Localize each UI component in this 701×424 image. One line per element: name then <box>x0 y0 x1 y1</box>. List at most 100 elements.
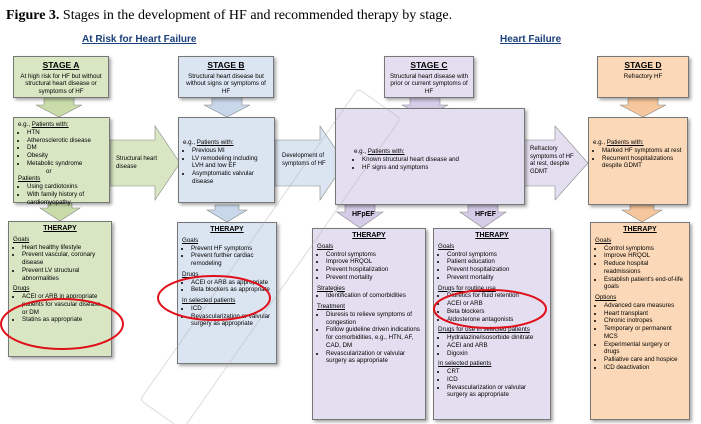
stage-a-header: STAGE A At high risk for HF but without … <box>13 56 109 98</box>
list-item: Prevent hospitalization <box>326 266 421 274</box>
list-item: Using cardiotoxins <box>27 183 105 191</box>
list-item: Beta blockers <box>447 308 546 316</box>
list-item: Identification of comorbidities <box>326 292 421 300</box>
list-item: Improve HRQOL <box>604 252 685 260</box>
list-item: Chronic inotropes <box>604 317 685 325</box>
stage-a-patient-list-2: Using cardiotoxins With family history o… <box>18 183 105 206</box>
figure-number: Figure 3. <box>6 8 60 23</box>
therapy-c-ref-drugs-selected: Hydralazine/isosorbide dinitrate ACEI an… <box>438 334 546 357</box>
list-item: With family history of cardiomyopathy <box>27 191 105 207</box>
patients-intro: e.g., <box>593 139 607 146</box>
list-item: Prevent LV structural abnormalities <box>22 267 107 283</box>
selected-label: In selected patients <box>438 360 492 368</box>
therapy-a-goals: Heart healthy lifestyle Prevent vascular… <box>13 244 107 283</box>
therapy-stage-a: THERAPY Goals Heart healthy lifestyle Pr… <box>8 221 112 357</box>
therapy-stage-b: THERAPY Goals Prevent HF symptoms Preven… <box>177 222 277 364</box>
list-item: Diuretics for fluid retention <box>447 292 546 300</box>
list-item: Revascularization or valvular surgery as… <box>326 350 421 366</box>
therapy-d-options: Advanced care measures Heart transplant … <box>595 302 685 372</box>
stage-d-header: STAGE D Refractory HF <box>597 56 689 98</box>
list-item: Prevent mortality <box>447 274 546 282</box>
stage-d-title: STAGE D <box>624 60 662 70</box>
patients2-label: Patients <box>18 175 41 183</box>
list-item: Prevent mortality <box>326 274 421 282</box>
therapy-b-selected: ICD Revascularization or valvular surger… <box>182 305 272 328</box>
hfref-label: HFrEF <box>475 211 496 218</box>
hfpef-label: HFpEF <box>352 211 375 218</box>
list-item: ACEI and ARB <box>447 342 546 350</box>
therapy-stage-d: THERAPY Goals Control symptoms Improve H… <box>590 222 690 420</box>
strategies-label: Strategies <box>317 284 345 292</box>
list-item: Patient education <box>447 258 546 266</box>
list-item: Hydralazine/isosorbide dinitrate <box>447 334 546 342</box>
stage-c-description: Structural heart disease with prior or c… <box>389 72 469 96</box>
list-item: LV remodeling including LVH and low EF <box>192 155 270 171</box>
list-item: Revascularization or valvular surgery as… <box>447 384 546 400</box>
list-item: Prevent vascular, coronary disease <box>22 251 107 267</box>
stage-a-description: At high risk for HF but without structur… <box>20 72 102 96</box>
options-label: Options <box>595 294 617 301</box>
therapy-heading: THERAPY <box>210 226 244 233</box>
therapy-stage-c-hfref: THERAPY Goals Control symptoms Patient e… <box>433 228 551 420</box>
patients-intro: e.g., <box>183 139 197 146</box>
list-item: Previous MI <box>192 147 270 155</box>
list-item: Recurrent hospitalizations despite GDMT <box>602 155 683 171</box>
list-item: ACEI or ARB <box>447 300 546 308</box>
therapy-stage-c-hfpef: THERAPY Goals Control symptoms Improve H… <box>312 228 426 420</box>
group-label-heart-failure: Heart Failure <box>500 34 562 45</box>
stage-b-header: STAGE B Structural heart disease but wit… <box>178 56 274 98</box>
therapy-b-drugs: ACEI or ARB as appropriate Beta blockers… <box>182 279 272 295</box>
selected-label: In selected patients <box>182 297 236 304</box>
list-item: Temporary or permanent MCS <box>604 325 685 341</box>
list-item: Metabolic syndrome <box>27 160 105 168</box>
therapy-b-goals: Prevent HF symptoms Prevent further card… <box>182 245 272 268</box>
therapy-c-pef-treatment: Diuresis to relieve symptoms of congesti… <box>317 311 421 365</box>
patients-label: Patients with: <box>367 148 405 155</box>
or-label: or <box>46 167 52 175</box>
routine-drugs-label: Drugs for routine use <box>438 284 496 292</box>
list-item: ACEI or ARB as appropriate <box>191 279 272 287</box>
list-item: Control symptoms <box>326 251 421 259</box>
goals-label: Goals <box>595 236 612 244</box>
list-item: Asymptomatic valvular disease <box>192 170 270 186</box>
list-item: HF signs and symptoms <box>362 164 520 172</box>
list-item: ICD <box>191 305 272 313</box>
therapy-heading: THERAPY <box>475 232 509 239</box>
list-item: Control symptoms <box>604 245 685 253</box>
list-item: Statins as appropriate <box>22 316 107 324</box>
therapy-heading: THERAPY <box>623 226 657 233</box>
treatment-label: Treatment <box>317 303 345 310</box>
list-item: Heart healthy lifestyle <box>22 244 107 252</box>
list-item: Improve HRQOL <box>326 258 421 266</box>
list-item: ICD <box>447 376 546 384</box>
stage-b-patient-list: Previous MI LV remodeling including LVH … <box>183 147 270 186</box>
goals-label: Goals <box>438 242 455 250</box>
stage-b-title: STAGE B <box>207 60 245 70</box>
list-item: Prevent HF symptoms <box>191 245 272 253</box>
list-item: ICD deactivation <box>604 364 685 372</box>
figure-caption: Stages in the development of HF and reco… <box>62 8 453 23</box>
list-item: Advanced care measures <box>604 302 685 310</box>
list-item: Obesity <box>27 152 105 160</box>
list-item: DM <box>27 144 105 152</box>
list-item: Beta blockers as appropriate <box>191 286 272 294</box>
transition-a-b: Structural heart disease <box>116 156 158 170</box>
list-item: Diuresis to relieve symptoms of congesti… <box>326 311 421 327</box>
list-item: ACEI or ARB in appropriate patients for … <box>22 293 107 316</box>
patients-intro: e.g., <box>18 121 32 128</box>
list-item: HTN <box>27 129 105 137</box>
list-item: Heart transplant <box>604 310 685 318</box>
therapy-c-pef-strategies: Identification of comorbidities <box>317 292 421 300</box>
stage-b-patients: e.g., Patients with: Previous MI LV remo… <box>178 117 275 203</box>
therapy-c-ref-selected: CRT ICD Revascularization or valvular su… <box>438 368 546 399</box>
list-item: Follow guideline driven indications for … <box>326 326 421 349</box>
therapy-c-ref-goals: Control symptoms Patient education Preve… <box>438 251 546 282</box>
goals-label: Goals <box>317 242 334 250</box>
stage-c-patients: e.g., Patients with: Known structural he… <box>335 108 525 205</box>
patients-label: Patients with: <box>606 139 644 146</box>
stage-a-patients: e.g., Patients with: HTN Atherosclerotic… <box>13 117 110 206</box>
goals-label: Goals <box>182 236 199 244</box>
list-item: Control symptoms <box>447 251 546 259</box>
stage-d-description: Refractory HF <box>623 72 663 80</box>
